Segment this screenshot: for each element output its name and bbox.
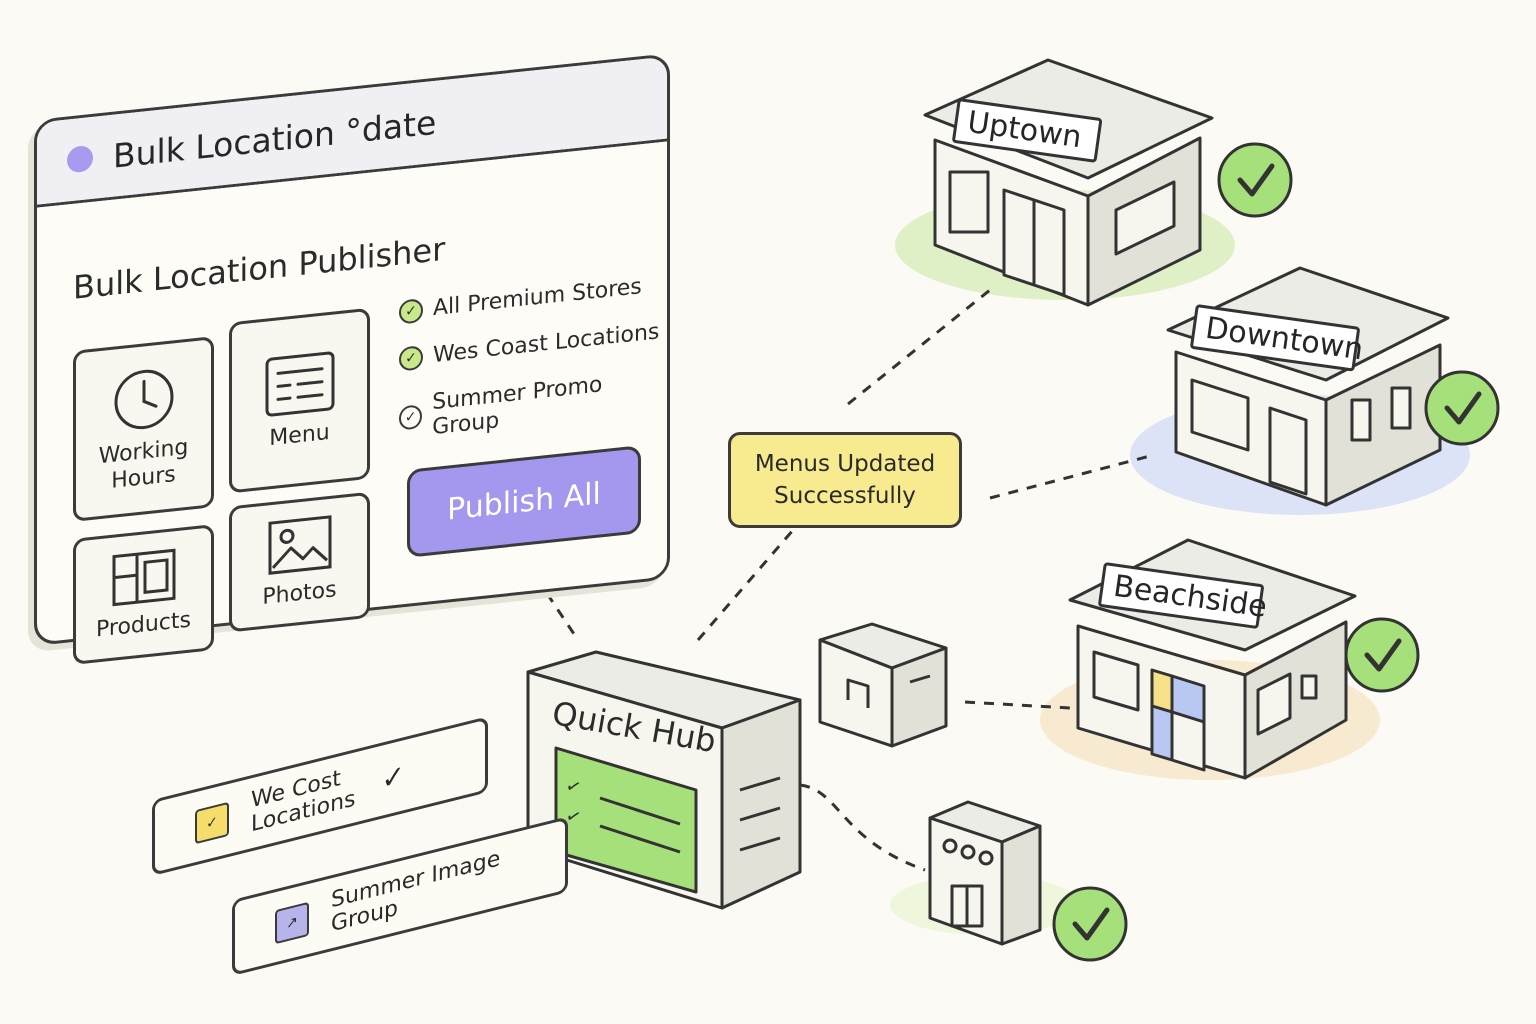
publisher-heading: Bulk Location Publisher [73,229,446,307]
tile-photos[interactable]: Photos [229,491,370,633]
check-circle-icon[interactable]: ✓ [399,344,423,372]
tag-label: We Cost Locations [251,763,356,837]
tile-label: Working Hours [98,434,189,494]
checkbox-icon: ✓ [195,801,229,845]
products-grid-icon [112,548,175,607]
tile-label: Menu [269,419,330,451]
dashed-connectors [524,288,1151,872]
publish-all-button[interactable]: Publish All [407,445,641,558]
package-box [818,622,948,748]
check-circle-icon[interactable]: ✓ [399,404,423,431]
bulk-update-window: Bulk Location °date Bulk Location Publis… [34,53,670,665]
menu-card-icon [265,351,334,417]
image-icon [268,515,331,575]
success-badges [1052,142,1500,962]
group-item[interactable]: ✓ Wes Coast Locations [399,318,667,372]
check-circle-icon[interactable]: ✓ [399,297,423,325]
tile-products[interactable]: Products [73,524,214,665]
tile-label: Products [96,607,191,643]
toast-line-2: Successfully [774,483,916,509]
window-title: Bulk Location °date [113,102,437,176]
location-group-list: ✓ All Premium Stores ✓ Wes Coast Locatio… [399,271,667,465]
checkmark-icon: ✓ [381,757,405,797]
quick-hub-server: ✓ ✓ [526,650,802,910]
group-label: All Premium Stores [433,274,642,322]
svg-text:✓: ✓ [563,775,584,800]
group-label: Summer Promo Group [432,372,603,441]
beachside-check-icon [1344,617,1420,693]
downtown-check-icon [1424,370,1500,446]
group-label: Wes Coast Locations [433,319,660,369]
tile-working-hours[interactable]: Working Hours [73,336,214,522]
group-item[interactable]: ✓ Summer Promo Group [399,365,667,443]
svg-text:✓: ✓ [563,805,584,830]
success-toast: Menus Updated Successfully [728,432,962,528]
tower-check-icon [1052,886,1128,962]
tile-label: Photos [262,577,337,610]
image-group-icon: ↗ [275,901,309,945]
toast-line-1: Menus Updated [754,451,936,477]
group-item[interactable]: ✓ All Premium Stores [399,271,667,325]
tile-menu[interactable]: Menu [229,307,370,494]
clock-icon [114,369,173,429]
uptown-check-icon [1217,142,1293,218]
tower-building [928,800,1042,946]
window-status-dot [67,144,93,174]
